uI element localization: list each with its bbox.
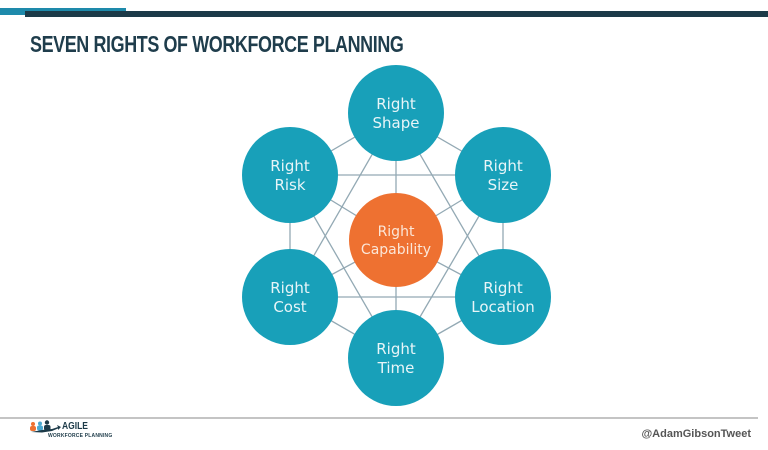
- svg-text:Right: Right: [270, 279, 310, 297]
- svg-text:Cost: Cost: [273, 298, 306, 316]
- logo-title: AGILE: [62, 421, 88, 432]
- header-bar: [25, 11, 768, 17]
- svg-text:Size: Size: [488, 176, 519, 194]
- svg-text:Location: Location: [471, 298, 534, 316]
- node-right-location: Right Location: [455, 249, 551, 345]
- node-right-cost: Right Cost: [242, 249, 338, 345]
- svg-text:Risk: Risk: [274, 176, 305, 194]
- svg-text:Capability: Capability: [361, 242, 431, 258]
- svg-text:Right: Right: [483, 157, 523, 175]
- footer-divider: [0, 417, 758, 419]
- twitter-handle: @AdamGibsonTweet: [641, 428, 751, 440]
- node-right-shape: Right Shape: [348, 65, 444, 161]
- node-right-capability: Right Capability: [349, 193, 443, 287]
- node-right-risk: Right Risk: [242, 127, 338, 223]
- svg-text:Right: Right: [376, 95, 416, 113]
- svg-text:Right: Right: [378, 224, 415, 240]
- svg-text:Shape: Shape: [373, 114, 420, 132]
- node-right-size: Right Size: [455, 127, 551, 223]
- logo-subtitle: WORKFORCE PLANNING: [48, 433, 113, 439]
- svg-text:Time: Time: [377, 359, 415, 377]
- agile-workforce-planning-logo: AGILE WORKFORCE PLANNING: [28, 420, 112, 442]
- node-right-time: Right Time: [348, 310, 444, 406]
- svg-text:Right: Right: [376, 340, 416, 358]
- slide-title: SEVEN RIGHTS OF WORKFORCE PLANNING: [30, 31, 404, 57]
- svg-text:Right: Right: [483, 279, 523, 297]
- svg-text:Right: Right: [270, 157, 310, 175]
- people-arrow-icon: [30, 420, 61, 433]
